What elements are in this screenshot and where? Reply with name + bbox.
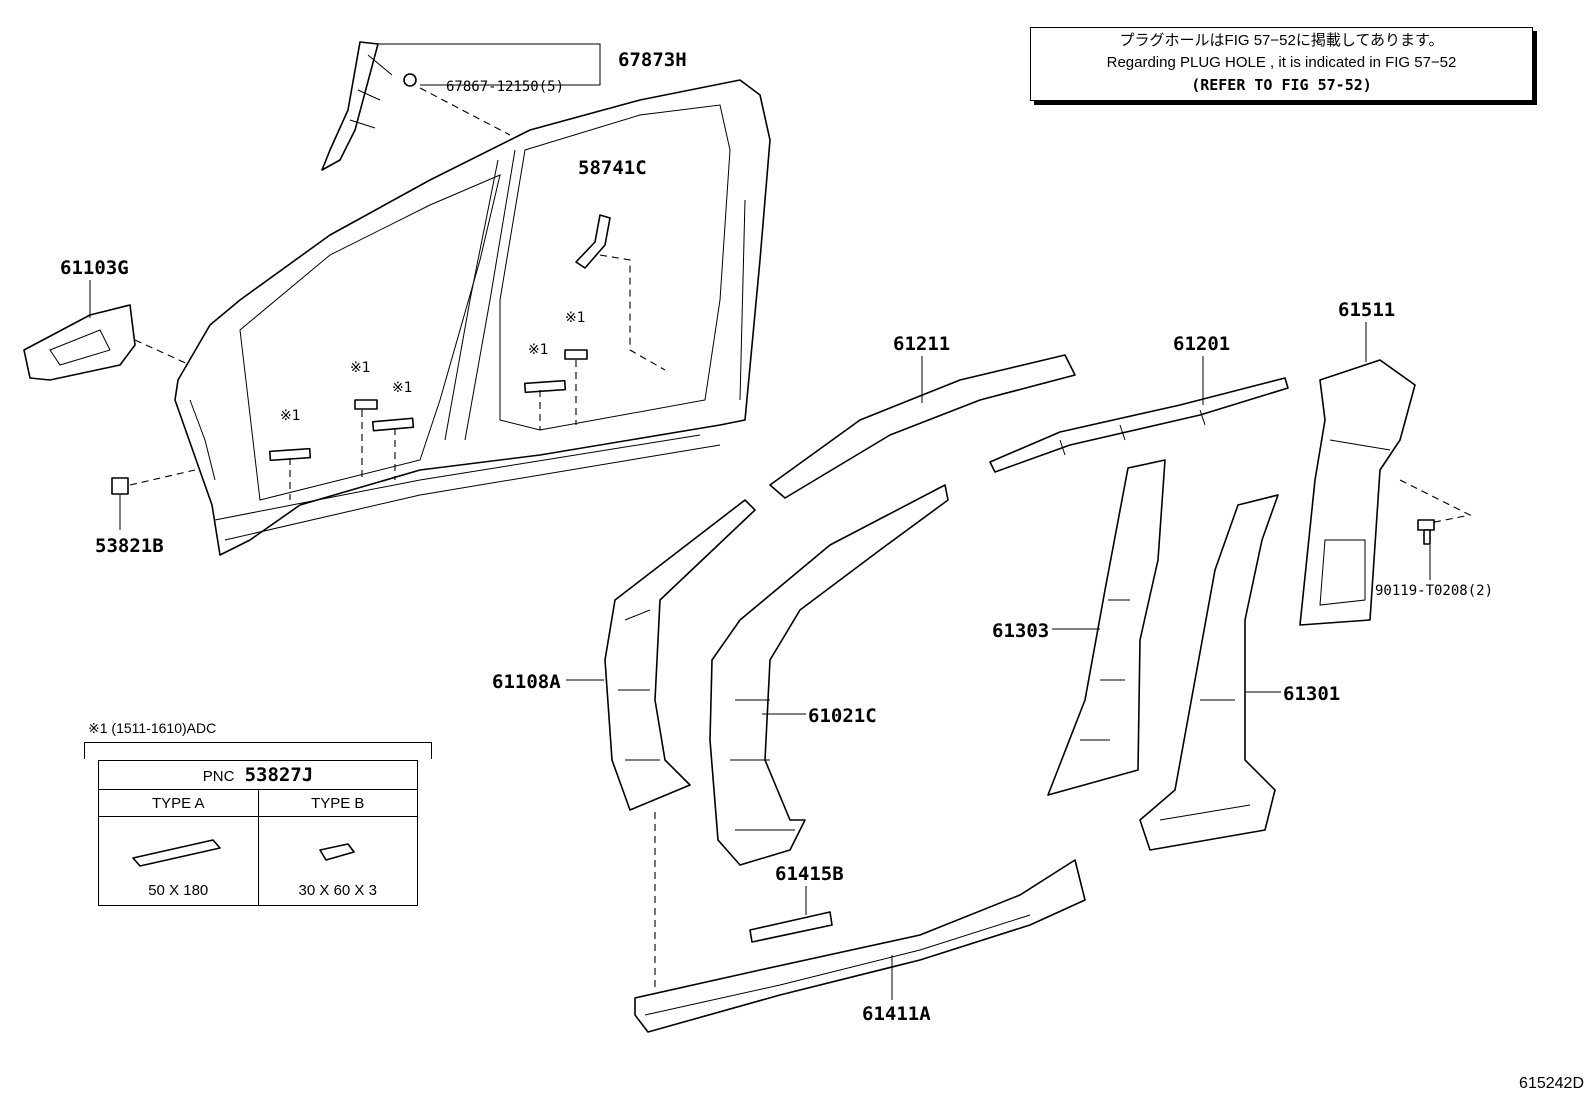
callout-90119: 90119-T0208(2) <box>1375 583 1493 599</box>
body-side-outer-panel <box>174 79 771 556</box>
callout-61108A: 61108A <box>492 671 561 693</box>
note-line-2: Regarding PLUG HOLE , it is indicated in… <box>1106 54 1457 71</box>
mark-1c: ※1 <box>392 380 413 396</box>
mark-1a: ※1 <box>280 408 301 424</box>
part-61415B <box>749 911 833 943</box>
clip-67867-icon <box>403 73 417 87</box>
type-b-pad-icon <box>318 843 355 861</box>
part-61021C <box>709 484 949 866</box>
callout-53821B: 53821B <box>95 535 164 557</box>
mark-1d: ※1 <box>528 342 549 358</box>
mark-1e: ※1 <box>565 310 586 326</box>
callout-67873H: 67873H <box>618 49 687 71</box>
part-61201 <box>989 377 1289 473</box>
callout-61301: 61301 <box>1283 683 1340 705</box>
callout-61411A: 61411A <box>862 1003 931 1025</box>
callout-58741C: 58741C <box>578 157 647 179</box>
part-61108A <box>604 499 756 811</box>
callout-61415B: 61415B <box>775 863 844 885</box>
pnc-bracket <box>84 742 432 759</box>
type-a-cell: 50 X 180 <box>98 816 259 906</box>
pnc-condition: ※1 (1511-1610)ADC <box>88 720 217 736</box>
pnc-label: PNC <box>202 768 235 785</box>
pnc-table: PNC 53827J TYPE A TYPE B 50 X 180 30 X 6… <box>98 760 418 906</box>
mark-1b: ※1 <box>350 360 371 376</box>
pnc-number: 53827J <box>244 764 314 786</box>
part-58741C <box>575 214 611 269</box>
pnc-header: PNC 53827J <box>98 760 418 790</box>
part-61511 <box>1299 359 1416 626</box>
type-a-pad-icon <box>132 839 222 867</box>
callout-61511: 61511 <box>1338 299 1395 321</box>
callout-61103G: 61103G <box>60 257 129 279</box>
callout-61201: 61201 <box>1173 333 1230 355</box>
type-b-cell: 30 X 60 X 3 <box>257 816 418 906</box>
part-61103G <box>23 304 136 381</box>
part-61411A <box>634 859 1086 1033</box>
callout-67867: 67867-12150(5) <box>446 79 564 95</box>
part-61301 <box>1139 494 1279 851</box>
type-a-label: TYPE A <box>98 789 259 817</box>
part-53821B <box>111 477 129 495</box>
part-61211 <box>769 354 1076 499</box>
type-b-size: 30 X 60 X 3 <box>298 882 377 899</box>
bolt-90119-icon <box>1417 519 1435 545</box>
note-line-1: プラグホールはFIG 57−52に掲載してあります。 <box>1119 32 1444 49</box>
type-b-label: TYPE B <box>257 789 418 817</box>
figure-reference: 615242D <box>1519 1075 1584 1092</box>
callout-61303: 61303 <box>992 620 1049 642</box>
type-a-size: 50 X 180 <box>148 882 209 899</box>
callout-61021C: 61021C <box>808 705 877 727</box>
note-line-3: (REFER TO FIG 57-52) <box>1191 76 1372 94</box>
sealer-pads <box>268 349 588 462</box>
plug-hole-note: プラグホールはFIG 57−52に掲載してあります。 Regarding PLU… <box>1030 27 1533 101</box>
part-61303 <box>1047 459 1166 796</box>
part-67873H <box>321 41 393 171</box>
callout-61211: 61211 <box>893 333 950 355</box>
